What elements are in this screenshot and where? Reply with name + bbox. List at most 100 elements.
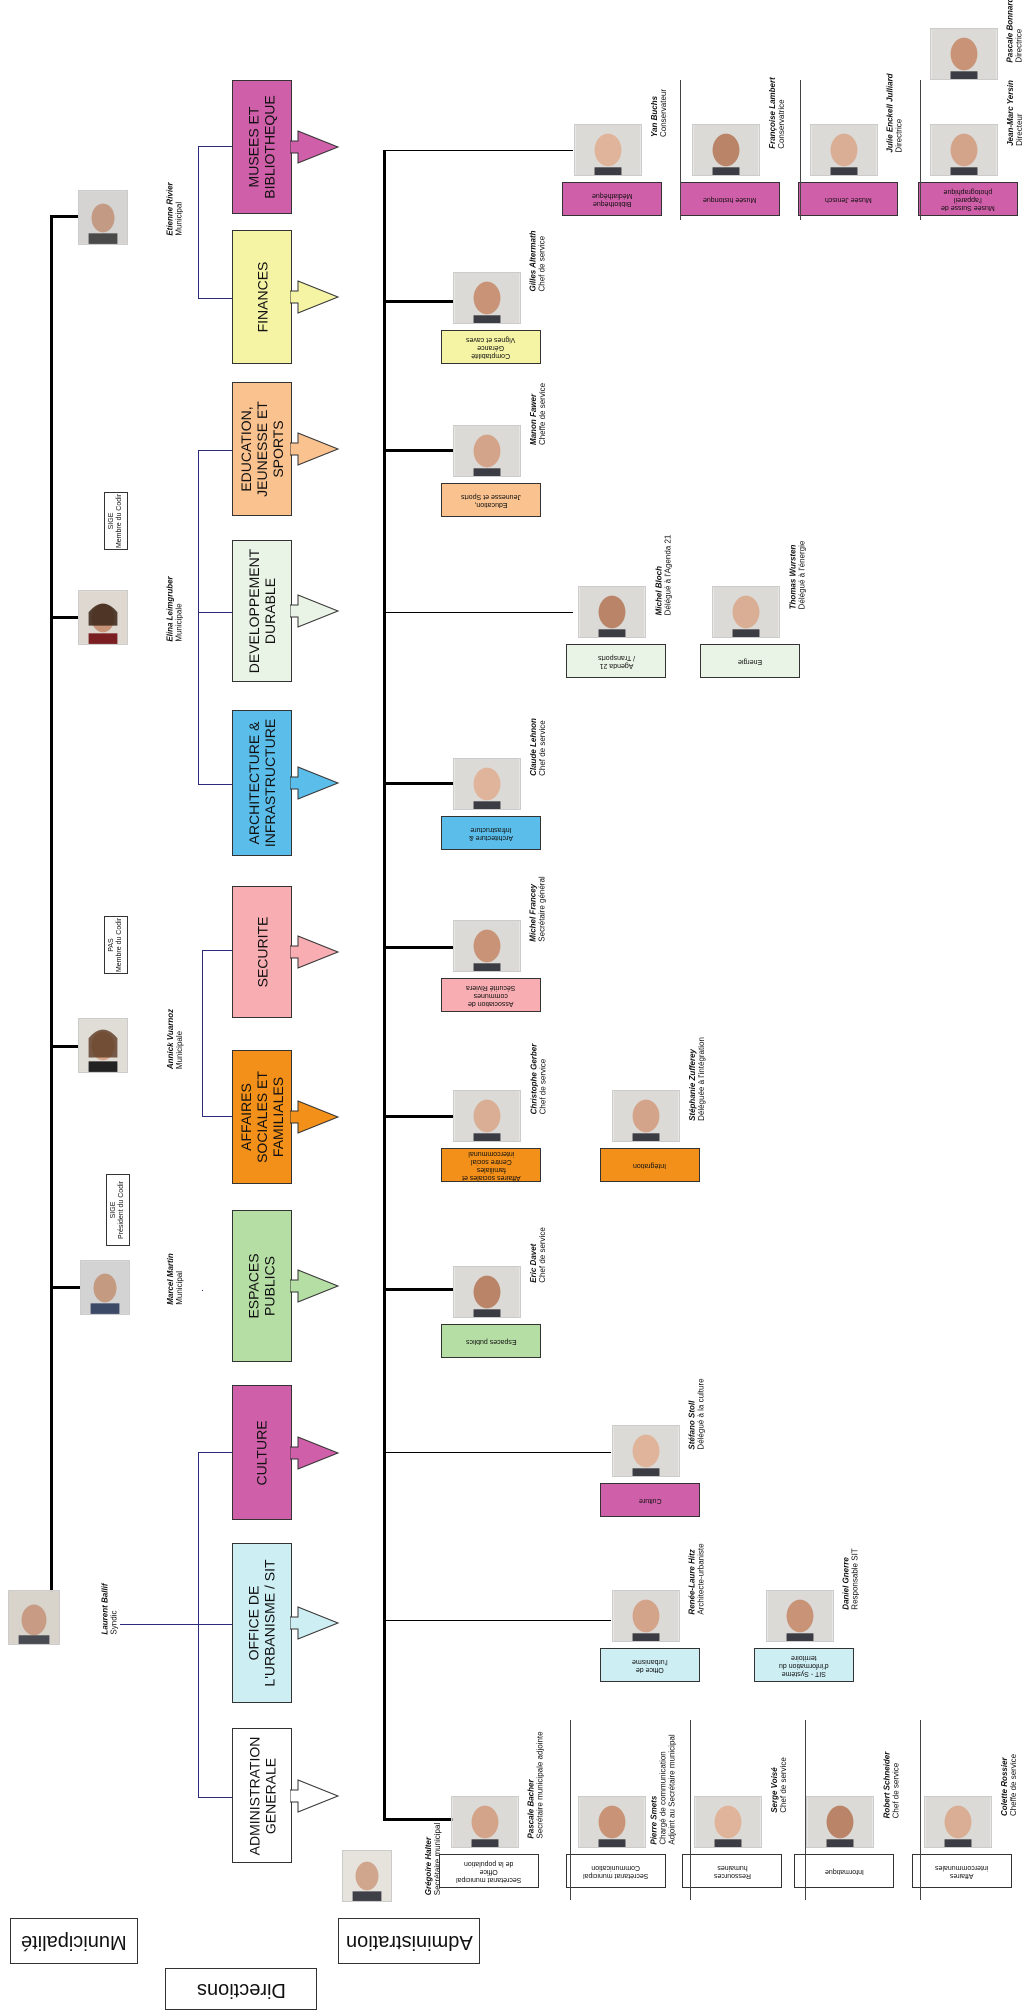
direction-finances: FINANCES bbox=[232, 230, 292, 364]
admin-staff-5-name: Colette Rossier bbox=[1000, 1757, 1010, 1817]
developpement-staff-1-service-1-label: Agenda 21 / Transports bbox=[597, 654, 635, 669]
direction-developpement: DEVELOPPEMENT DURABLE bbox=[232, 540, 292, 682]
developpement-staff-1-service-1: Agenda 21 / Transports bbox=[566, 644, 666, 678]
admin-branch-culture bbox=[383, 1452, 611, 1453]
urbanisme-staff-2-title: Responsable SIT bbox=[851, 1548, 860, 1610]
admin-branch-finances bbox=[383, 300, 453, 303]
espaces-staff-title: Chef de service bbox=[538, 1227, 547, 1283]
musees-staff-1-service-1: Bibliothèque Médiathèque bbox=[562, 182, 662, 216]
header-directions: Directions bbox=[165, 1968, 317, 2010]
musees-staff-5-photo bbox=[930, 28, 998, 80]
direction-architecture-label: ARCHITECTURE & INFRASTRUCTURE bbox=[246, 718, 278, 848]
admin-branch-developpement bbox=[383, 612, 573, 613]
finances-staff-service-1: Comptabilité Gérance Vignes et caves bbox=[441, 330, 541, 364]
architecture-staff-title: Chef de service bbox=[538, 720, 547, 776]
direction-securite: SECURITE bbox=[232, 886, 292, 1018]
architecture-staff-service-1-label: Architecture & Infrastructure bbox=[469, 826, 513, 841]
admin-branch-affaires bbox=[383, 1115, 453, 1118]
admin-staff-1-service-1-label: Secrétariat municipal Office de la popul… bbox=[456, 1860, 522, 1883]
admin-branch-espaces bbox=[383, 1288, 453, 1291]
admin-staff-2-title: Chargé de communication Adjoint au Secré… bbox=[658, 1734, 677, 1845]
group-4-line bbox=[198, 450, 199, 784]
finances-staff-title: Chef de service bbox=[538, 235, 547, 292]
direction-urbanisme: OFFICE DE L'URBANISME / SIT bbox=[232, 1543, 292, 1703]
municipal-1-role: SIGE Président du Codir bbox=[106, 1174, 130, 1246]
group-4-line-c bbox=[198, 784, 232, 785]
direction-architecture: ARCHITECTURE & INFRASTRUCTURE bbox=[232, 710, 292, 856]
direction-securite-label: SECURITE bbox=[254, 916, 271, 988]
securite-staff-photo bbox=[453, 920, 521, 972]
education-staff-service-1-label: Education, Jeunesse et Sports bbox=[461, 493, 521, 508]
admin-staff-1-photo bbox=[451, 1796, 519, 1848]
finances-staff-photo bbox=[453, 272, 521, 324]
direction-admin-label: ADMINISTRATION GENERALE bbox=[246, 1736, 278, 1855]
municipal-2-role-label: PAS Membre du Codir bbox=[108, 917, 124, 973]
admin-staff-2-service-1-label: Secrétariat municipal Communication bbox=[583, 1864, 649, 1879]
direction-architecture-arrow bbox=[290, 766, 340, 800]
admin-staff-3-service-1-label: Ressources humaines bbox=[713, 1864, 751, 1879]
direction-urbanisme-label: OFFICE DE L'URBANISME / SIT bbox=[246, 1559, 278, 1687]
municipal-4-name: Etienne Rivier bbox=[166, 182, 176, 236]
culture-staff-title: Délégué à la culture bbox=[697, 1378, 706, 1450]
musees-staff-3-title: Directrice bbox=[895, 118, 904, 153]
group-4-line-b bbox=[198, 612, 232, 613]
syndic-connector bbox=[120, 1624, 200, 1625]
culture-staff-service-1-label: Culture bbox=[638, 1497, 662, 1504]
admin-staff-2-service-1: Secrétariat municipal Communication bbox=[566, 1854, 666, 1888]
municipal-4-photo bbox=[78, 190, 128, 245]
securite-staff-service-1: Association de communes Sécurité Riviera bbox=[441, 978, 541, 1012]
urbanisme-staff-2-service-1-label: SIT - Système d'information du territoir… bbox=[779, 1654, 829, 1677]
urbanisme-staff-2-photo bbox=[766, 1590, 834, 1642]
direction-culture-label: CULTURE bbox=[254, 1419, 271, 1486]
integration-staff-name: Stéphanie Zufferey bbox=[688, 1049, 697, 1121]
architecture-staff-service-1: Architecture & Infrastructure bbox=[441, 816, 541, 850]
admin-staff-5-service-1-label: Affaires intercommunales bbox=[935, 1864, 989, 1879]
syndic-title: Syndic bbox=[110, 1610, 119, 1635]
admin-staff-1-title: Secrétaire municipale adjointe bbox=[536, 1731, 546, 1839]
musees-staff-2-title: Conservatrice bbox=[777, 99, 787, 149]
musees-staff-4-photo bbox=[930, 124, 998, 176]
admin-staff-4-name: Robert Schneider bbox=[882, 1751, 891, 1819]
espaces-staff-service-1: Espaces publics bbox=[441, 1324, 541, 1358]
developpement-staff-1-name: Michel Bloch bbox=[654, 566, 664, 616]
group-3-line-a bbox=[202, 950, 232, 951]
direction-affaires-arrow bbox=[290, 1100, 340, 1134]
admin-row-separator bbox=[920, 1720, 921, 1900]
group-3-line bbox=[202, 950, 203, 1116]
municipal-3-photo bbox=[78, 590, 128, 645]
musees-row-separator bbox=[920, 80, 921, 220]
culture-staff-service-1: Culture bbox=[600, 1483, 700, 1517]
musees-staff-3-photo bbox=[810, 124, 878, 176]
education-staff-service-1: Education, Jeunesse et Sports bbox=[441, 483, 541, 517]
municipal-3-name: Elina Leimgruber bbox=[166, 576, 176, 642]
municipal-3-title: Municipale bbox=[175, 603, 185, 642]
urbanisme-staff-1-service-1: Office de l'urbanisme bbox=[600, 1648, 700, 1682]
municipal-2-title: Municipale bbox=[175, 1030, 184, 1070]
municipal-4-branch bbox=[50, 215, 82, 218]
direction-urbanisme-arrow bbox=[290, 1606, 340, 1640]
group-3-line-b bbox=[202, 1116, 232, 1117]
admin-staff-3-name: Serge Voisé bbox=[770, 1767, 779, 1813]
municipal-3-branch bbox=[50, 616, 82, 619]
direction-espaces-label: ESPACES PUBLICS bbox=[246, 1253, 279, 1319]
urbanisme-staff-2-name: Daniel Gnerre bbox=[842, 1557, 851, 1610]
musees-staff-2-name: Françoise Lambert bbox=[768, 77, 778, 149]
direction-affaires-label: AFFAIRES SOCIALES ET FAMILIALES bbox=[238, 1071, 286, 1163]
musees-staff-2-photo bbox=[692, 124, 760, 176]
espaces-staff-name: Eric Davet bbox=[529, 1243, 538, 1283]
affaires-staff-service-1-label: Affaires sociales et familiales Centre s… bbox=[461, 1150, 521, 1181]
admin-staff-2-name: Pierre Smets bbox=[649, 1795, 659, 1845]
group-5-line-b bbox=[198, 298, 232, 299]
